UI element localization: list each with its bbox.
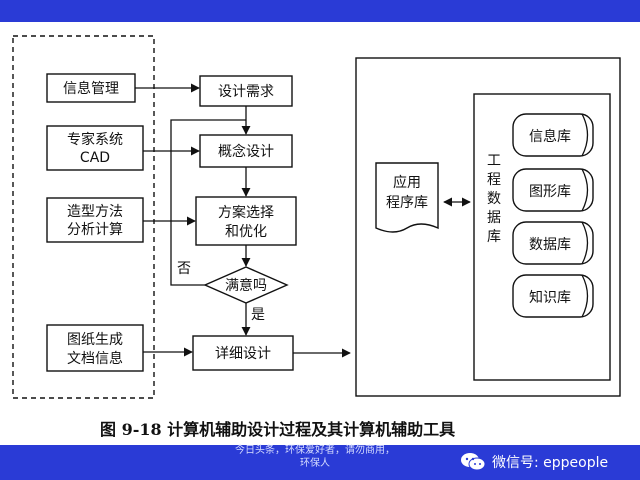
drawing-label: 图纸生成 (67, 332, 123, 348)
scheme-box: 方案选择 和优化 (195, 196, 297, 246)
detail-design-box: 详细设计 (192, 335, 294, 371)
requirements-label: 设计需求 (218, 84, 274, 100)
info-management-box: 信息管理 (46, 73, 136, 103)
modeling-box: 造型方法 分析计算 (46, 197, 144, 243)
analysis-label: 分析计算 (67, 222, 123, 238)
db-char: 程 (487, 172, 501, 188)
footer-note-line-2: 环保人 (300, 458, 330, 469)
top-banner (0, 0, 640, 22)
store-graphics: 图形库 (512, 168, 594, 212)
wechat-id-label: 微信号: eppeople (492, 455, 609, 471)
db-char: 据 (487, 210, 501, 226)
info-management-label: 信息管理 (63, 80, 119, 97)
application-label: 应用 (393, 174, 421, 191)
engineering-database-frame (473, 93, 611, 381)
application-library: 应用 程序库 (375, 162, 439, 233)
wechat-icon (461, 453, 486, 471)
bottom-banner (0, 445, 640, 480)
program-library-label: 程序库 (386, 195, 428, 211)
db-char: 工 (487, 153, 501, 169)
satisfied-decision: 满意吗 (203, 266, 289, 304)
concept-box: 概念设计 (199, 134, 293, 168)
concept-label: 概念设计 (218, 143, 274, 160)
db-char: 数 (487, 191, 501, 207)
store-knowledge: 知识库 (512, 274, 594, 318)
store-info: 信息库 (512, 113, 594, 157)
wechat-id: 微信号: eppeople (460, 450, 608, 474)
db-char: 库 (487, 229, 501, 245)
yes-label: 是 (251, 307, 265, 323)
footer-note-line-1: 今日头条，环保爱好者，请勿商用， (235, 445, 395, 456)
expert-system-box: 专家系统 CAD (46, 125, 144, 171)
store-graphics-label: 图形库 (529, 184, 571, 200)
store-knowledge-label: 知识库 (529, 289, 571, 306)
document-label: 文档信息 (67, 350, 123, 367)
expert-system-cad-label: CAD (80, 150, 110, 166)
scheme-label: 方案选择 (218, 204, 274, 221)
figure-caption: 图 9-18 计算机辅助设计过程及其计算机辅助工具 (100, 420, 455, 439)
engineering-database-vertical-label: 工 程 数 据 库 (487, 153, 501, 245)
cad-process-diagram: 信息管理 专家系统 CAD 造型方法 分析计算 图纸生成 文档信息 设计需求 概… (12, 35, 621, 439)
footer-note: 今日头条，环保爱好者，请勿商用， 环保人 (200, 444, 430, 470)
modeling-label: 造型方法 (67, 204, 123, 220)
store-info-label: 信息库 (529, 128, 571, 145)
detail-design-label: 详细设计 (215, 346, 271, 362)
store-data: 数据库 (512, 221, 594, 265)
optimize-label: 和优化 (225, 224, 267, 240)
connectors (135, 83, 351, 358)
toolset-frame (355, 57, 621, 397)
expert-system-label: 专家系统 (67, 131, 123, 148)
store-data-label: 数据库 (529, 237, 571, 253)
requirements-box: 设计需求 (199, 75, 293, 107)
satisfied-label: 满意吗 (225, 277, 267, 294)
no-label: 否 (177, 261, 191, 277)
drawing-box: 图纸生成 文档信息 (46, 324, 144, 372)
